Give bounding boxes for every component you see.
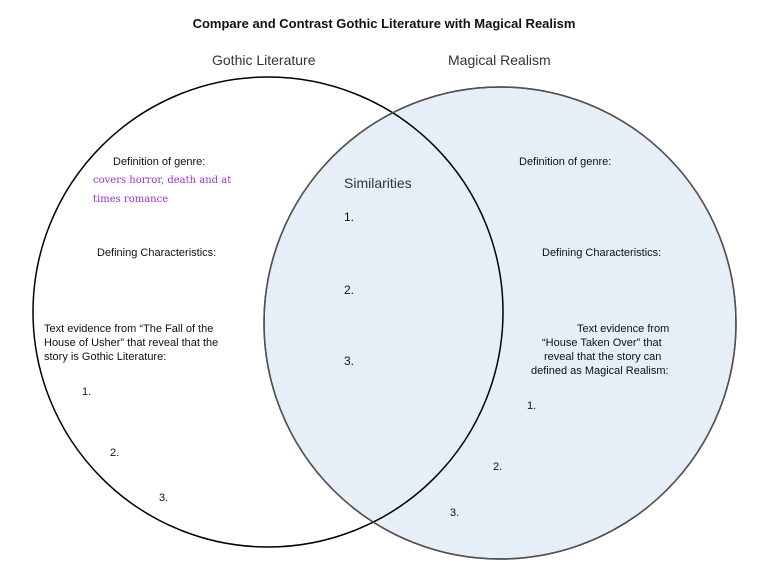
right-characteristics-label: Defining Characteristics: — [542, 247, 662, 259]
left-characteristics-label: Defining Characteristics: — [97, 247, 217, 259]
right-item-2: 2. — [493, 461, 503, 473]
left-definition-label: Definition of genre: — [113, 156, 206, 168]
left-circle — [32, 76, 504, 548]
right-evidence-line-3: reveal that the story can — [544, 351, 662, 363]
left-definition-text-1: covers horror, death and at — [93, 175, 232, 186]
right-item-3: 3. — [450, 507, 460, 519]
similarity-item-3: 3. — [344, 354, 355, 368]
left-definition-text-2: times romance — [93, 194, 169, 205]
similarity-item-1: 1. — [344, 210, 355, 224]
right-circle-outline — [263, 86, 737, 560]
left-item-2: 2. — [110, 447, 120, 459]
right-evidence-line-2: “House Taken Over” that — [542, 337, 662, 349]
right-item-1: 1. — [527, 400, 537, 412]
left-heading: Gothic Literature — [212, 52, 316, 68]
right-heading: Magical Realism — [448, 52, 551, 68]
right-definition-label: Definition of genre: — [519, 156, 612, 168]
left-item-1: 1. — [82, 386, 92, 398]
diagram-title: Compare and Contrast Gothic Literature w… — [192, 16, 576, 31]
left-evidence-line-3: story is Gothic Literature: — [44, 351, 167, 363]
left-evidence-line-2: House of Usher” that reveal that the — [44, 337, 219, 349]
right-evidence-line-4: defined as Magical Realism: — [531, 365, 669, 377]
right-evidence-line-1: Text evidence from — [577, 323, 670, 335]
left-evidence-line-1: Text evidence from “The Fall of the — [44, 323, 214, 335]
similarity-item-2: 2. — [344, 283, 355, 297]
similarities-heading: Similarities — [344, 175, 412, 191]
left-item-3: 3. — [159, 492, 169, 504]
